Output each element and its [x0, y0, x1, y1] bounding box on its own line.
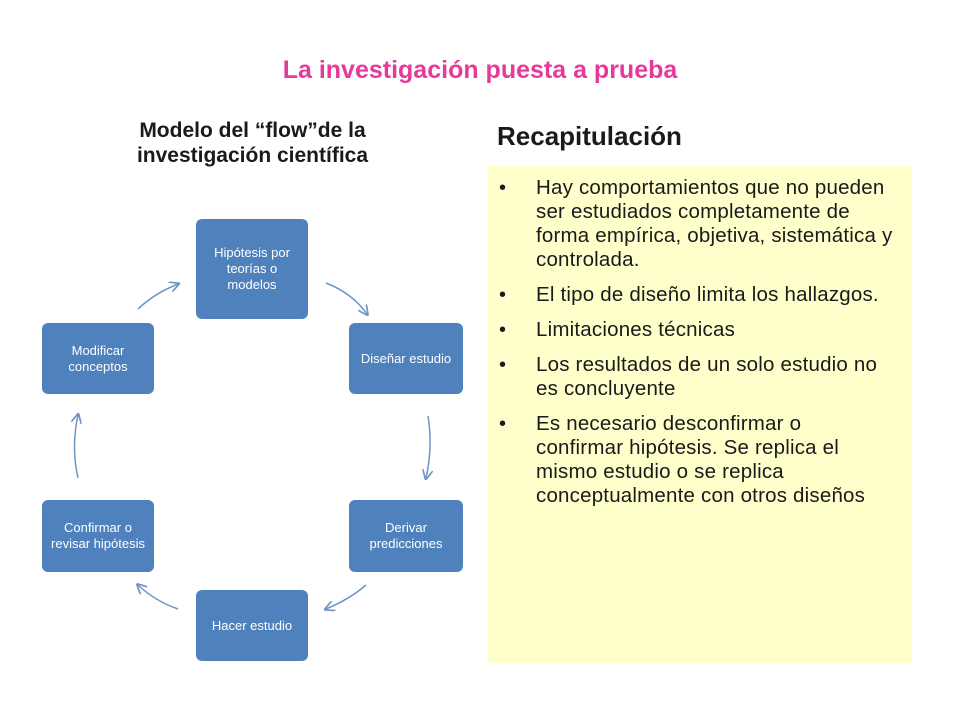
summary-item-text: Hay comportamientos que no pueden ser es…: [536, 176, 893, 271]
summary-item: • Los resultados de un solo estudio no es…: [499, 353, 894, 401]
bullet-icon: •: [499, 319, 507, 341]
arrow-derivar-to-hacer: [326, 584, 367, 609]
diagram-heading: Modelo del “flow”de la investigación cie…: [136, 119, 369, 168]
slide-title: La investigación puesta a prueba: [282, 56, 678, 84]
bullet-icon: •: [499, 284, 507, 306]
summary-item: • El tipo de diseño limita los hallazgos.: [499, 283, 894, 307]
summary-item-text: Los resultados de un solo estudio no es …: [536, 353, 878, 400]
summary-item-text: El tipo de diseño limita los hallazgos.: [536, 283, 879, 306]
node-confirmar-revisar: Confirmar o revisar hipótesis: [42, 500, 154, 572]
node-modificar-conceptos: Modificar conceptos: [42, 323, 154, 394]
bullet-icon: •: [499, 354, 507, 376]
summary-item: • Es necesario desconfirmar o confirmar h…: [499, 412, 894, 508]
arrow-modificar-to-hipotesis: [137, 284, 178, 310]
bullet-icon: •: [499, 177, 507, 199]
summary-item: • Hay comportamientos que no pueden ser e…: [499, 176, 894, 272]
summary-list: • Hay comportamientos que no pueden ser e…: [488, 166, 912, 508]
summary-panel: • Hay comportamientos que no pueden ser e…: [488, 166, 912, 663]
arrow-hacer-to-confirmar: [138, 585, 179, 610]
arrow-hipotesis-to-disenar: [325, 282, 367, 314]
node-derivar-predicciones: Derivar predicciones: [349, 500, 463, 572]
arrow-disenar-to-derivar: [426, 415, 430, 478]
node-hacer-estudio: Hacer estudio: [196, 590, 308, 661]
summary-item: • Limitaciones técnicas: [499, 318, 894, 342]
node-hipotesis: Hipótesis por teorías o modelos: [196, 219, 308, 319]
bullet-icon: •: [499, 413, 507, 435]
summary-item-text: Limitaciones técnicas: [536, 318, 736, 341]
summary-heading: Recapitulación: [497, 121, 682, 151]
node-disenar-estudio: Diseñar estudio: [349, 323, 463, 394]
summary-item-text: Es necesario desconfirmar o confirmar hi…: [536, 412, 866, 507]
arrow-confirmar-to-modificar: [75, 415, 79, 479]
